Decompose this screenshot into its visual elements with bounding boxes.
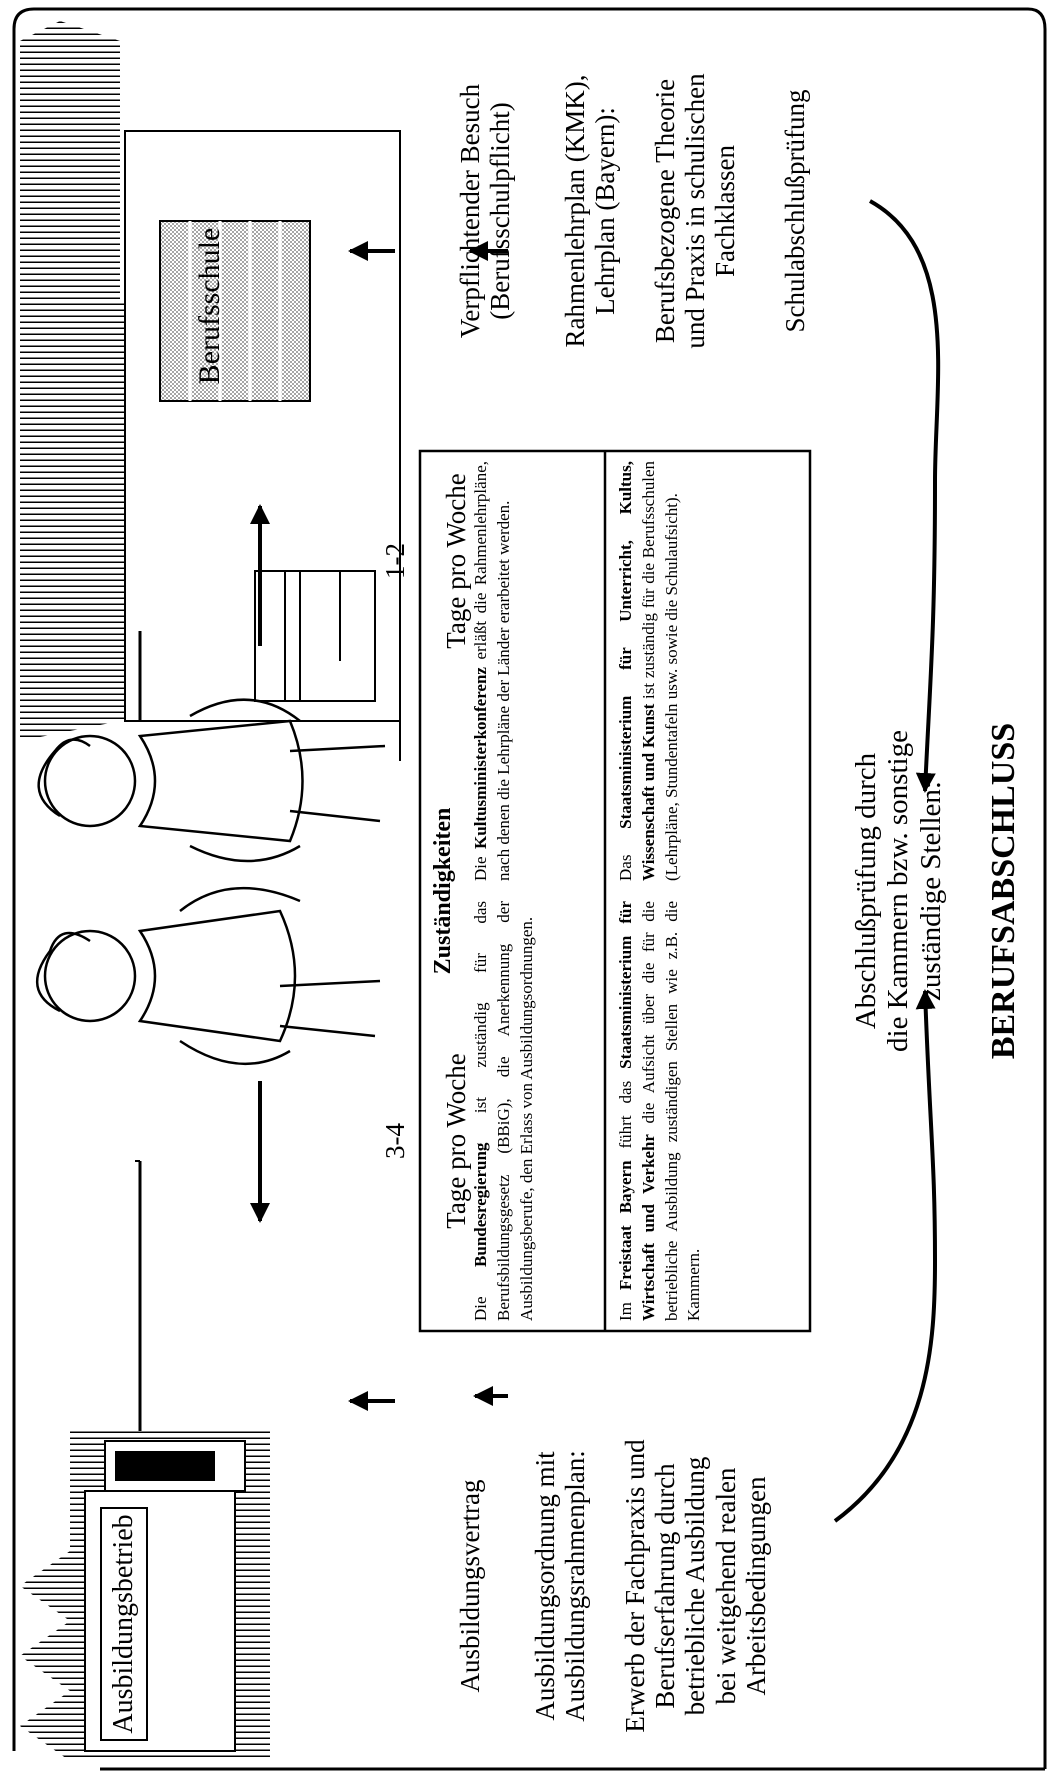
contract-text: Ausbildungsvertrag: [455, 1431, 485, 1741]
kmk-responsibility: Die Kultusministerkonferenz erläßt die R…: [470, 461, 516, 881]
final-exam-text: Abschlußprüfung durch die Kammern bzw. s…: [850, 651, 947, 1131]
ministry-responsibility: Das Staatsministerium für Unterricht, Ku…: [615, 461, 683, 881]
school-building-illustration: [20, 21, 400, 761]
regulation-text: Ausbildungsordnung mit Ausbildungsrahmen…: [530, 1431, 590, 1741]
bavaria-responsibility: Im Freistaat Bayern führt das Staatsmini…: [615, 901, 706, 1321]
exam-text: Schulabschlußprüfung: [780, 41, 810, 381]
company-sign: Ausbildungsbetrieb: [100, 1507, 148, 1741]
practice-text: Erwerb der Fachpraxis und Berufserfahrun…: [620, 1431, 771, 1741]
school-days-number: 1-2: [380, 441, 410, 681]
federal-responsibility: Die Bundesregierung ist zuständig für da…: [470, 901, 538, 1321]
theory-text: Berufsbezogene Theorie und Praxis in sch…: [650, 41, 741, 381]
attendance-text: Verpflichtender Besuch (Berufsschulpflic…: [455, 41, 515, 381]
final-result: BERUFSABSCHLUSS: [985, 601, 1023, 1181]
company-days-number: 3-4: [380, 1021, 410, 1261]
school-sign: Berufsschule: [190, 231, 230, 381]
responsibilities-title: Zuständigkeiten: [430, 451, 457, 1331]
trainees-illustration: [37, 700, 385, 1064]
curriculum-text: Rahmenlehrplan (KMK), Lehrplan (Bayern):: [560, 41, 620, 381]
